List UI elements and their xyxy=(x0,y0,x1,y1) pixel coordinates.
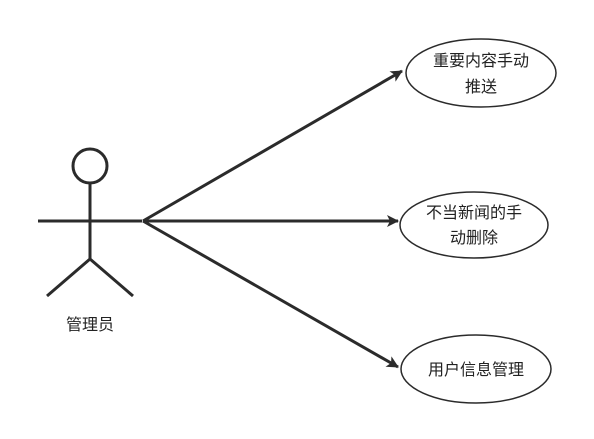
use-case-important-content-push[interactable]: 重要内容手动 推送 xyxy=(405,38,557,108)
use-case-label-line-1: 重要内容手动 xyxy=(433,51,529,70)
association-arrow-1[interactable] xyxy=(142,69,403,223)
use-case-label-line-2: 动删除 xyxy=(450,228,498,247)
actor-right-leg xyxy=(89,257,134,298)
use-case-label-line-1: 不当新闻的手 xyxy=(426,203,522,222)
association-arrow-3[interactable] xyxy=(142,219,399,369)
actor-left-leg xyxy=(46,257,91,298)
use-case-ellipse xyxy=(400,334,552,404)
use-case-label-line-2: 推送 xyxy=(465,77,497,96)
use-case-ellipse xyxy=(405,38,557,108)
use-case-improper-news-delete[interactable]: 不当新闻的手 动删除 xyxy=(399,191,549,259)
actor-head xyxy=(71,147,109,185)
actor-figure[interactable] xyxy=(38,147,142,298)
use-case-ellipse xyxy=(399,191,549,259)
use-case-label-line-1: 用户信息管理 xyxy=(428,360,524,379)
actor-label: 管理员 xyxy=(66,315,114,334)
use-case-user-info-management[interactable]: 用户信息管理 xyxy=(400,334,552,404)
